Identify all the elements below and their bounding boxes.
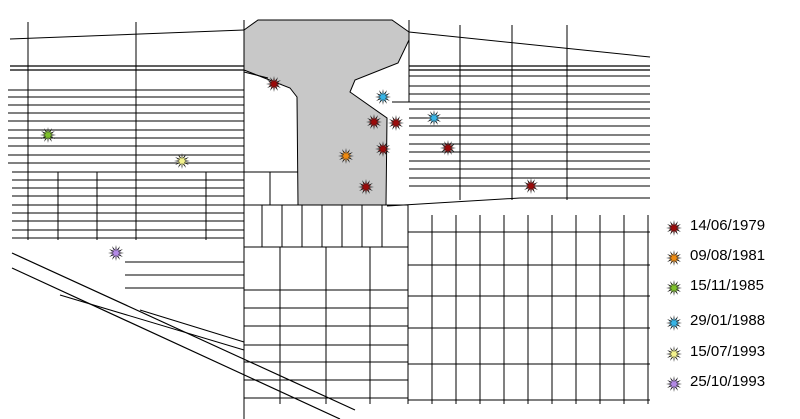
star-burst-marker-icon — [666, 280, 682, 296]
legend-item: 15/07/1993 — [663, 342, 800, 364]
legend-item: 15/11/1985 — [663, 276, 800, 298]
event-marker — [523, 178, 539, 194]
shaded-area — [243, 19, 410, 206]
event-marker — [358, 179, 374, 195]
legend-marker-shape — [666, 346, 682, 362]
legend-marker-shape — [666, 220, 682, 236]
event-marker — [388, 115, 404, 131]
star-burst-marker-icon — [666, 220, 682, 236]
event-marker — [40, 127, 56, 143]
legend-label: 14/06/1979 — [690, 217, 766, 234]
legend-label: 29/01/1988 — [690, 312, 766, 329]
legend-item: 25/10/1993 — [663, 372, 800, 394]
legend-marker-shape — [666, 376, 682, 392]
event-marker — [375, 141, 391, 157]
event-marker — [426, 110, 442, 126]
event-marker — [266, 76, 282, 92]
star-burst-marker-icon — [666, 376, 682, 392]
parcel-line — [59, 294, 245, 351]
star-burst-marker-icon — [666, 346, 682, 362]
legend-label: 15/07/1993 — [690, 343, 766, 360]
star-burst-marker-icon — [666, 315, 682, 331]
legend-marker-shape — [666, 315, 682, 331]
parcel-line — [408, 31, 651, 58]
legend-marker-shape — [666, 250, 682, 266]
event-marker — [375, 89, 391, 105]
legend-label: 15/11/1985 — [690, 277, 764, 294]
event-marker — [338, 148, 354, 164]
parcel-line — [11, 267, 341, 419]
star-burst-marker-icon — [666, 250, 682, 266]
shaded-area-shape — [243, 19, 410, 206]
legend-label: 09/08/1981 — [690, 247, 766, 264]
parcel-line — [139, 309, 245, 343]
legend-item: 14/06/1979 — [663, 216, 800, 238]
parcel-lines — [8, 20, 651, 419]
parcel-line — [386, 197, 521, 207]
legend-item: 29/01/1988 — [663, 311, 800, 333]
event-marker — [174, 153, 190, 169]
legend-item: 09/08/1981 — [663, 246, 800, 268]
parcel-line — [243, 71, 269, 79]
event-markers — [40, 76, 539, 261]
legend-label: 25/10/1993 — [690, 373, 766, 390]
legend-marker-shape — [666, 280, 682, 296]
event-marker — [366, 114, 382, 130]
parcel-line — [9, 29, 245, 40]
event-marker — [440, 140, 456, 156]
event-marker — [108, 245, 124, 261]
